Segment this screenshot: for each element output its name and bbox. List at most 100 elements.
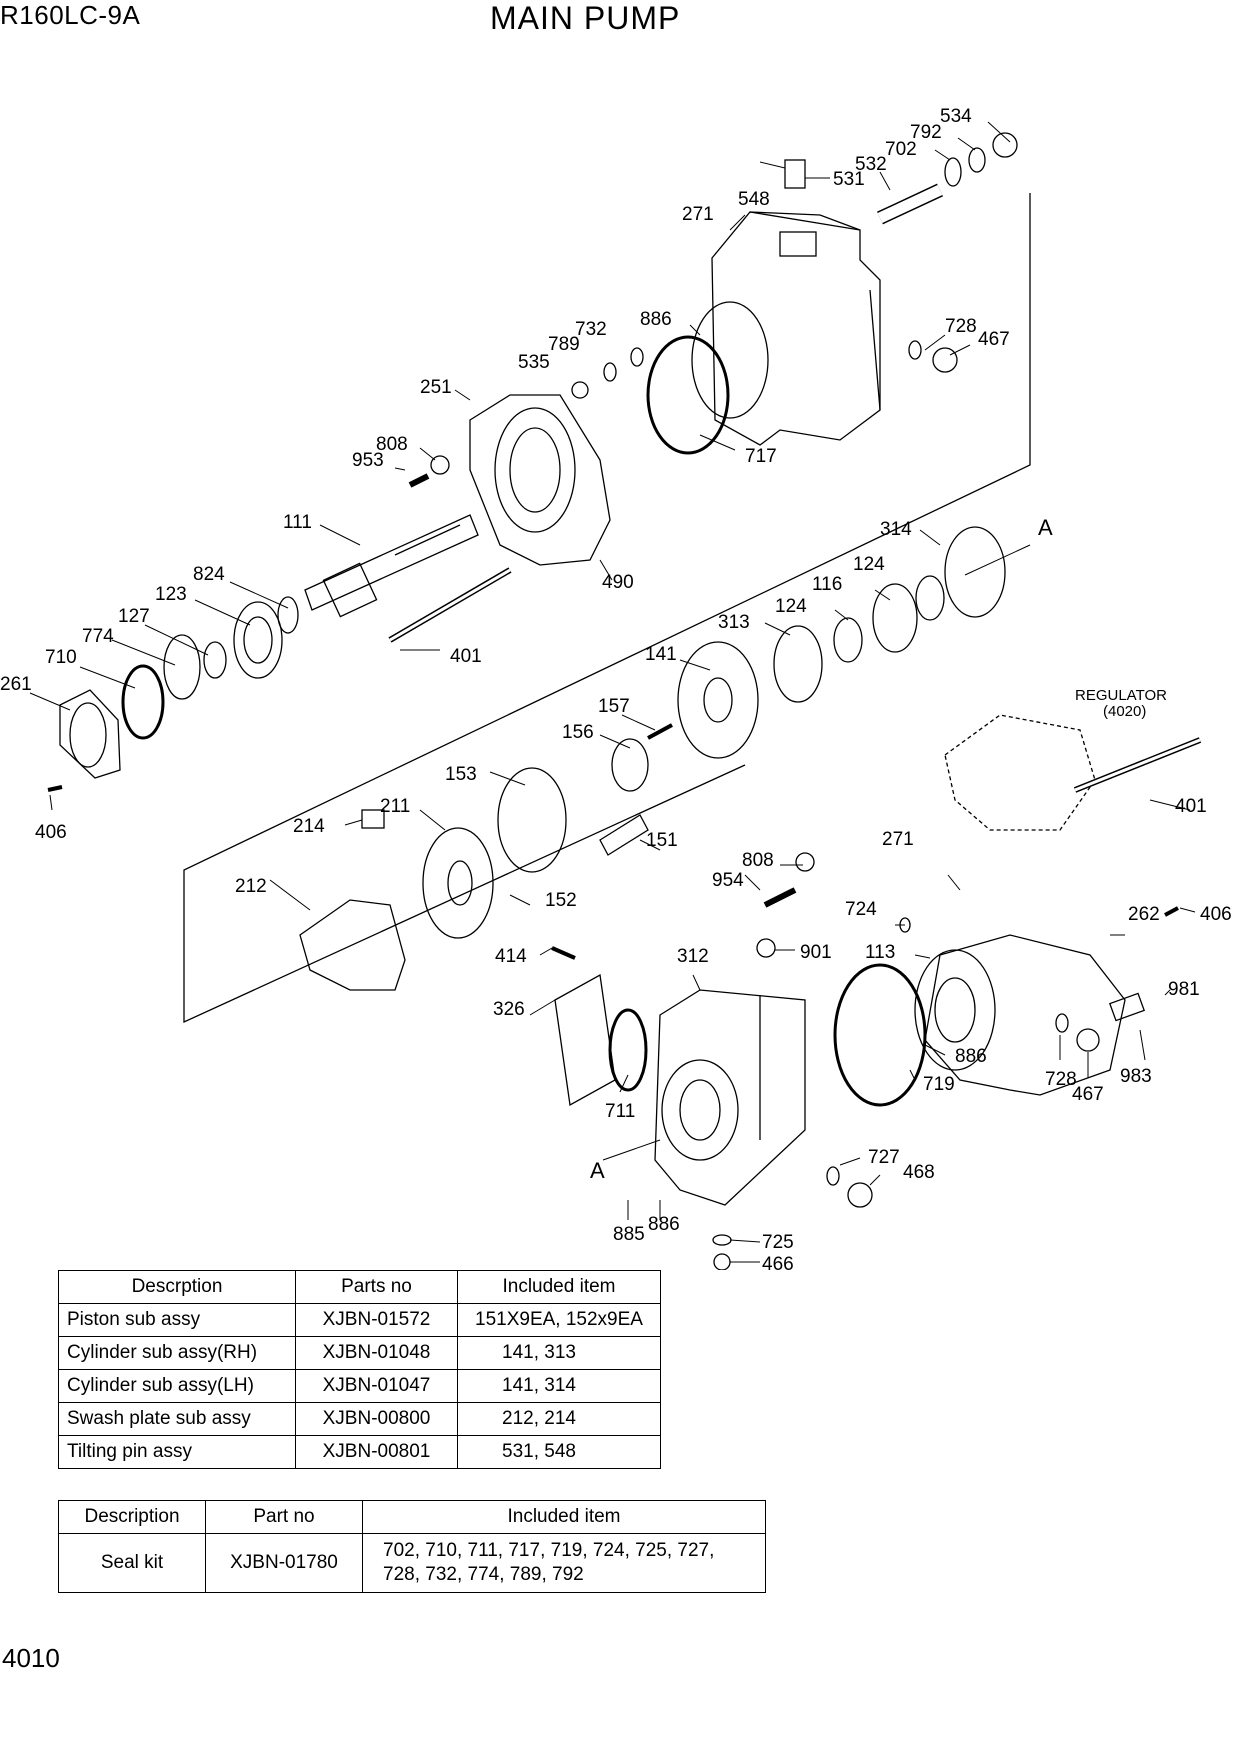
- page-title: MAIN PUMP: [490, 0, 681, 36]
- o-ring-710: [121, 664, 165, 740]
- nut-808: [430, 455, 450, 475]
- seal-cover-261: [59, 689, 121, 779]
- callout-414: 414: [495, 946, 527, 967]
- setscrew-953: [408, 473, 430, 488]
- callout-116: 116: [812, 574, 842, 595]
- o-ring-717: [646, 335, 730, 455]
- callout-886b: 886: [648, 1214, 680, 1235]
- callout-886c: 886: [955, 1046, 987, 1067]
- o-ring-711: [608, 1008, 648, 1092]
- callout-724: 724: [845, 899, 877, 920]
- included-item-cell: 141, 313: [457, 1336, 661, 1370]
- callout-824: 824: [193, 564, 225, 585]
- callout-141: 141: [645, 644, 677, 665]
- callout-a-top: A: [1038, 515, 1053, 540]
- plug-467b: [1076, 1028, 1100, 1052]
- callout-535: 535: [518, 352, 550, 373]
- parts-no-cell: XJBN-01047: [295, 1369, 458, 1403]
- callout-152: 152: [545, 890, 577, 911]
- included-item-cell: 151X9EA, 152x9EA: [457, 1303, 661, 1337]
- plug-535: [571, 381, 589, 399]
- callout-901: 901: [800, 942, 832, 963]
- bolt-406: [47, 785, 63, 792]
- swash-plate-212: [299, 899, 406, 991]
- callout-534: 534: [940, 106, 972, 127]
- callout-467b: 467: [1072, 1084, 1104, 1105]
- callout-127: 127: [118, 606, 150, 627]
- callout-531: 531: [833, 169, 865, 190]
- valve-block-312: [654, 989, 806, 1206]
- callout-728: 728: [945, 316, 977, 337]
- included-item-cell: 702, 710, 711, 717, 719, 724, 725, 727, …: [362, 1533, 766, 1593]
- callout-262: 262: [1128, 904, 1160, 925]
- table-row: Swash plate sub assy XJBN-00800 212, 214: [58, 1402, 661, 1436]
- column-header: Included item: [457, 1270, 661, 1304]
- table-header-row: Description Part no Included item: [58, 1500, 766, 1534]
- o-ring-727: [826, 1166, 840, 1186]
- parts-no-cell: XJBN-01048: [295, 1336, 458, 1370]
- ring-127: [203, 641, 227, 679]
- gear-116: [872, 583, 918, 653]
- included-items-line-2: 728, 732, 774, 789, 792: [383, 1564, 584, 1585]
- description-cell: Piston sub assy: [58, 1303, 296, 1337]
- callout-124: 124: [853, 554, 885, 575]
- plate-313: [773, 625, 823, 703]
- front-housing-262: [914, 934, 1126, 1096]
- callout-808b: 808: [742, 850, 774, 871]
- o-ring-792: [968, 147, 986, 173]
- regulator-part: [944, 714, 1096, 831]
- bush-214: [361, 809, 385, 829]
- callout-711: 711: [605, 1101, 635, 1122]
- o-ring-732: [630, 347, 644, 367]
- description-cell: Swash plate sub assy: [58, 1402, 296, 1436]
- plate-981: [1108, 992, 1146, 1022]
- plug-467: [932, 347, 958, 373]
- callout-886: 886: [640, 309, 672, 330]
- table-header-row: Descrption Parts no Included item: [58, 1270, 661, 1304]
- model-code: R160LC-9A: [0, 0, 141, 30]
- callout-314: 314: [880, 519, 912, 540]
- callout-a-bottom: A: [590, 1158, 605, 1183]
- table-row: Seal kit XJBN-01780 702, 710, 711, 717, …: [58, 1533, 766, 1593]
- column-header: Descrption: [58, 1270, 296, 1304]
- callout-312: 312: [677, 946, 709, 967]
- callout-466: 466: [762, 1254, 794, 1270]
- callout-157: 157: [598, 696, 630, 717]
- callout-467: 467: [978, 329, 1010, 350]
- column-header: Parts no: [295, 1270, 458, 1304]
- setscrew-954: [763, 887, 797, 908]
- block-531: [784, 159, 806, 189]
- included-item-cell: 531, 548: [457, 1435, 661, 1469]
- piston-151: [599, 814, 649, 856]
- callout-214: 214: [293, 816, 325, 837]
- part-no-cell: XJBN-01780: [205, 1533, 363, 1593]
- spring-157: [647, 723, 673, 740]
- parts-no-cell: XJBN-01572: [295, 1303, 458, 1337]
- callout-548: 548: [738, 189, 770, 210]
- callout-313: 313: [718, 612, 750, 633]
- callout-153: 153: [445, 764, 477, 785]
- callout-532: 532: [855, 154, 887, 175]
- description-cell: Cylinder sub assy(RH): [58, 1336, 296, 1370]
- plug-466: [713, 1253, 731, 1270]
- cylinder-block-141: [677, 641, 759, 759]
- callout-789: 789: [548, 334, 580, 355]
- callout-717: 717: [745, 446, 777, 467]
- callout-401: 401: [450, 646, 482, 667]
- callout-808: 808: [376, 434, 408, 455]
- callout-983: 983: [1120, 1066, 1152, 1087]
- regulator-ref-label: (4020): [1103, 703, 1146, 720]
- callout-732: 732: [575, 319, 607, 340]
- needle-bearing-124b: [833, 617, 863, 663]
- callout-774: 774: [82, 626, 114, 647]
- page-number: 4010: [2, 1643, 60, 1673]
- callout-710: 710: [45, 647, 77, 668]
- callout-981: 981: [1168, 979, 1200, 1000]
- callout-792: 792: [910, 122, 942, 143]
- column-header: Part no: [205, 1500, 363, 1534]
- shoe-plate-211: [422, 827, 494, 939]
- column-header: Description: [58, 1500, 206, 1534]
- retainer-plate-153: [497, 767, 567, 873]
- callout-719: 719: [923, 1074, 955, 1095]
- description-cell: Seal kit: [58, 1533, 206, 1593]
